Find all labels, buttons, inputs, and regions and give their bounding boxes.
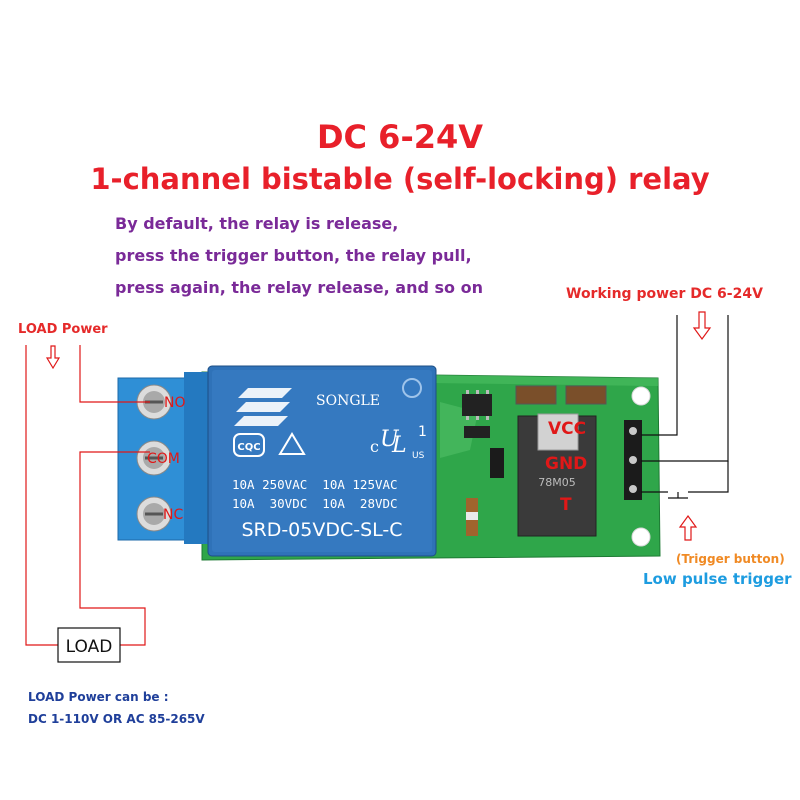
relay-brand: SONGLE	[316, 393, 380, 409]
load-power-label: LOAD Power	[18, 322, 108, 337]
title: DC 6-24V	[316, 118, 484, 156]
electronic-components: 78M05	[462, 385, 642, 537]
load-note-line-1: LOAD Power can be :	[28, 690, 169, 704]
load-power-arrow-icon	[45, 345, 61, 370]
pin-label-t: T	[560, 495, 572, 515]
diode	[490, 448, 504, 478]
capacitor	[565, 385, 607, 405]
description-line-1: By default, the relay is release,	[115, 214, 399, 233]
pin-label-gnd: GND	[545, 454, 587, 474]
terminal-label-no: NO	[164, 395, 186, 411]
cqc-mark: CQC	[237, 442, 260, 453]
terminal-screw	[136, 384, 172, 420]
load-label: LOAD	[66, 637, 113, 657]
terminal-label-com: COM	[147, 451, 180, 467]
relay-rating-1: 10A 250VAC 10A 125VAC	[232, 477, 398, 492]
svg-text:L: L	[391, 433, 407, 458]
load-wires	[25, 345, 150, 646]
terminal-screw	[136, 496, 172, 532]
regulator-label: 78M05	[538, 476, 576, 489]
low-pulse-label: Low pulse trigger	[643, 570, 792, 588]
svg-text:US: US	[412, 451, 425, 461]
working-power-label: Working power DC 6-24V	[566, 286, 763, 302]
relay-model: SRD-05VDC-SL-C	[241, 519, 402, 541]
description-line-3: press again, the relay release, and so o…	[115, 278, 483, 297]
relay: SONGLE CQC c U L US 1 10A 250VAC 10A 125…	[207, 365, 437, 557]
capacitor	[515, 385, 557, 405]
mounting-hole	[631, 527, 651, 547]
ic-chip	[462, 394, 492, 416]
working-power-arrow-icon	[692, 311, 712, 341]
description-line-2: press the trigger button, the relay pull…	[115, 246, 472, 265]
svg-text:c: c	[370, 437, 379, 456]
subtitle: 1-channel bistable (self-locking) relay	[90, 162, 710, 196]
power-wires	[641, 315, 729, 493]
load-box	[57, 627, 121, 663]
load-note-line-2: DC 1-110V OR AC 85-265V	[28, 712, 205, 726]
svg-text:U: U	[380, 427, 400, 452]
relay-ul-number: 1	[418, 424, 427, 440]
mounting-hole	[631, 386, 651, 406]
relay-rating-2: 10A 30VDC 10A 28VDC	[232, 496, 398, 511]
pin-label-vcc: VCC	[548, 419, 586, 439]
trigger-arrow-icon	[678, 514, 698, 541]
trigger-switch	[668, 492, 688, 499]
terminal-label-nc: NC	[163, 507, 183, 523]
terminal-block: NO COM NC	[117, 372, 214, 544]
songle-logo	[234, 388, 292, 426]
trigger-button-label: (Trigger button)	[676, 552, 785, 566]
